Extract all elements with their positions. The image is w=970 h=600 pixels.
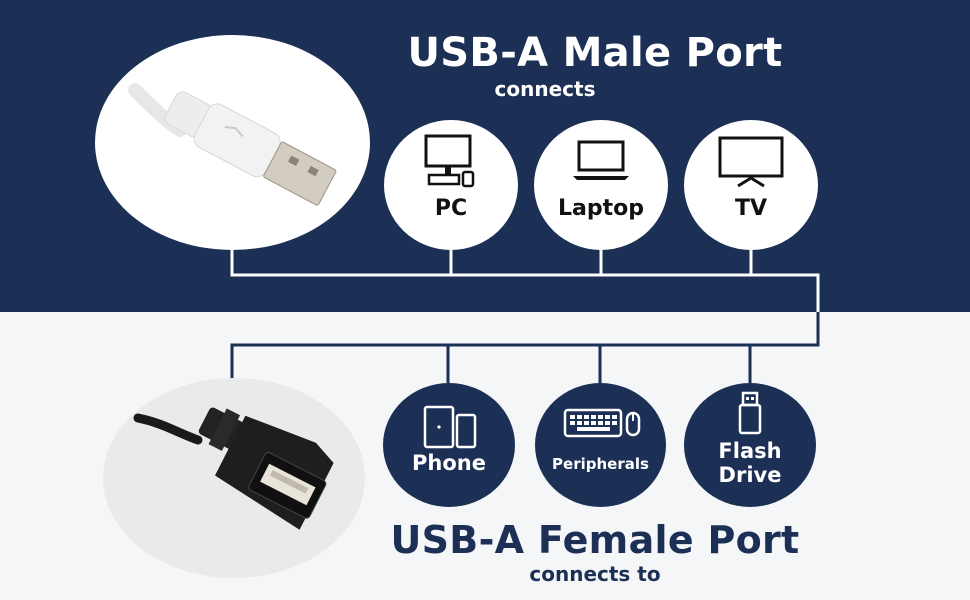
phone-tablet-icon	[423, 405, 477, 449]
keyboard-mouse-icon	[563, 408, 641, 438]
device-label-tv: TV	[734, 196, 768, 221]
male-connector-line	[230, 235, 820, 312]
laptop-icon	[573, 140, 629, 180]
male-port-title: USB-A Male Port	[407, 30, 783, 76]
device-node-tv: TV	[684, 120, 818, 250]
female-port-title: USB-A Female Port	[390, 518, 800, 562]
device-node-phone: Phone	[383, 383, 515, 507]
device-label-pc: PC	[434, 196, 468, 221]
usb-male-image	[95, 35, 370, 250]
device-label-peripherals: Peripherals	[552, 455, 649, 473]
usb-female-image	[103, 378, 365, 578]
male-port-subtitle: connects	[494, 77, 596, 101]
device-node-laptop: Laptop	[534, 120, 668, 250]
tv-icon	[718, 136, 784, 188]
device-node-pc: PC	[384, 120, 518, 250]
device-label-phone: Phone	[412, 451, 486, 475]
device-node-flash-drive: Flash Drive	[684, 383, 816, 507]
female-port-subtitle: connects to	[529, 562, 661, 586]
usb-a-female-socket-icon	[133, 407, 334, 530]
flash-drive-icon	[738, 391, 762, 435]
female-connector-line	[230, 312, 820, 385]
pc-icon	[424, 134, 475, 188]
usb-a-male-plug-icon	[128, 83, 337, 206]
device-node-peripherals: Peripherals	[535, 383, 666, 507]
device-label-flash-drive: Flash Drive	[718, 439, 782, 487]
device-label-laptop: Laptop	[558, 196, 644, 221]
